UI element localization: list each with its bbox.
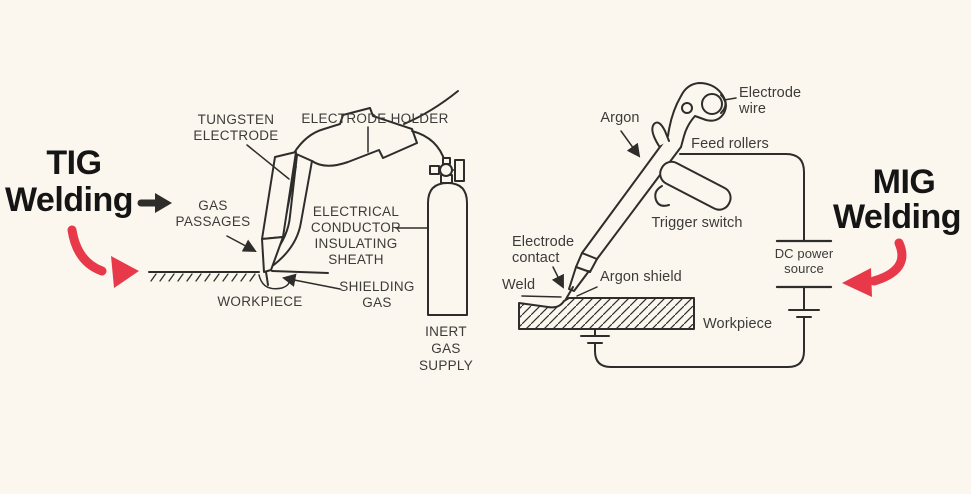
mig-diagram (518, 82, 907, 368)
mig-title-line1: MIG (872, 163, 936, 201)
label-dc-power-source: DC power source (774, 246, 834, 276)
red-curved-arrow-icon (67, 225, 139, 288)
argon-shield-pointer (576, 286, 598, 297)
label-feed-rollers: Feed rollers (691, 136, 769, 152)
label-argon-shield: Argon shield (600, 269, 682, 285)
mig-gun (565, 82, 732, 300)
label-trigger-switch: Trigger switch (651, 215, 743, 231)
electrode-holder-body (293, 107, 418, 167)
tig-torch (261, 90, 459, 286)
spool-flange (720, 94, 727, 114)
tig-diagram (67, 90, 468, 316)
electrode-contact-pointer (551, 266, 564, 289)
workpiece-hatch (519, 298, 694, 329)
gas-passages-pointer (226, 235, 257, 252)
gun-barrel (581, 135, 669, 254)
mig-circuit (580, 153, 833, 368)
regulator-valve (439, 163, 453, 177)
label-electrical-conductor-sheath: ELECTRICAL CONDUCTOR INSULATING SHEATH (310, 204, 402, 267)
black-right-arrow-icon (137, 193, 172, 213)
mig-workpiece (518, 297, 695, 330)
electrode-wire-tip (565, 286, 574, 300)
argon-pointer (620, 130, 641, 158)
label-shielding-gas: SHIELDING GAS (339, 279, 415, 310)
tig-title-line2: Welding (4, 181, 134, 219)
red-curved-arrow-icon (842, 238, 907, 297)
gun-handle (659, 160, 732, 211)
tig-title-line1: TIG (46, 144, 102, 182)
tig-workpiece-surface (148, 270, 329, 290)
gas-inlet-fitting (651, 121, 670, 147)
label-inert-gas-supply: INERT GAS SUPPLY (418, 324, 474, 373)
pressure-gauge (454, 159, 465, 182)
weld-pointer (521, 295, 562, 298)
label-gas-passages: GAS PASSAGES (175, 198, 251, 229)
tungsten-electrode-pointer (246, 144, 290, 180)
cylinder-body (427, 182, 468, 316)
contact-tip (568, 266, 591, 292)
gas-hose (411, 130, 446, 163)
workpiece-outline (518, 297, 695, 330)
power-cable (403, 90, 459, 125)
label-argon: Argon (600, 110, 640, 126)
valve-knob (429, 165, 440, 175)
shielding-gas-pointer (282, 273, 341, 290)
label-weld: Weld (502, 277, 536, 293)
trigger (654, 185, 670, 207)
tig-pointer-lines (226, 126, 428, 290)
label-electrode-wire: Electrode wire (739, 85, 802, 117)
electrode-tip (265, 271, 269, 286)
mig-pointer-lines (521, 97, 737, 298)
mig-title-line2: Welding (832, 198, 962, 236)
label-electrode-holder: ELECTRODE HOLDER (301, 111, 449, 126)
feed-roller (681, 102, 693, 114)
label-tungsten-electrode: TUNGSTEN ELECTRODE (193, 112, 279, 143)
wire-spool (701, 93, 723, 115)
shielding-gas-envelope (258, 274, 290, 290)
label-electrode-contact: Electrode contact (512, 234, 575, 266)
return-wire (594, 316, 805, 368)
label-mig-workpiece: Workpiece (703, 316, 773, 332)
inert-gas-cylinder (427, 157, 468, 316)
torch-lead-wire (679, 153, 805, 242)
electrode-wire-pointer (723, 97, 737, 101)
label-tig-workpiece: WORKPIECE (217, 294, 303, 309)
